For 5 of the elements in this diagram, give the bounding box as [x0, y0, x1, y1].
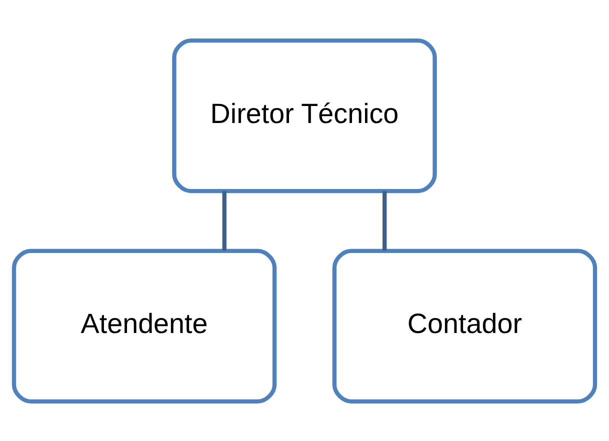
node-box: Atendente: [12, 248, 277, 404]
connector: [382, 190, 387, 250]
node-box: Contador: [332, 248, 598, 404]
node-box: Diretor Técnico: [172, 38, 437, 193]
connector: [222, 190, 226, 250]
